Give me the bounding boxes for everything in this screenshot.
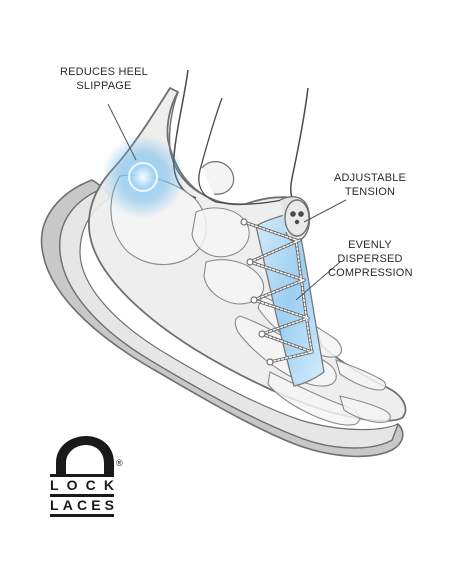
logo-letter: C xyxy=(85,477,96,493)
logo-letter: L xyxy=(50,497,59,513)
callout-heel-slippage: REDUCES HEEL SLIPPAGE xyxy=(58,65,150,93)
lock-laces-logo: L O C K L A C E S ® xyxy=(48,432,128,518)
pointer-heel xyxy=(107,103,137,161)
logo-rule-middle xyxy=(50,494,114,497)
logo-letter: K xyxy=(103,477,114,493)
callout-compression-line3: COMPRESSION xyxy=(328,267,413,279)
logo-letter: A xyxy=(62,497,73,513)
logo-rule-bottom xyxy=(50,514,114,517)
logo-letter: O xyxy=(66,477,78,493)
logo-letter: E xyxy=(91,497,101,513)
foot-outline xyxy=(198,97,283,205)
callout-adjustable-tension: ADJUSTABLE TENSION xyxy=(334,171,406,199)
lock-toggle xyxy=(284,199,310,237)
logo-letter: L xyxy=(50,477,59,493)
eyelets xyxy=(240,218,274,366)
registered-mark: ® xyxy=(116,458,123,468)
callout-tension-line2: TENSION xyxy=(344,186,396,198)
foot-bones xyxy=(110,174,391,426)
logo-letter: C xyxy=(76,497,88,513)
logo-word-laces: L A C E S xyxy=(50,497,114,514)
leg-outline-front xyxy=(289,87,309,203)
callout-heel-line1: REDUCES HEEL xyxy=(60,66,148,78)
logo-rule-top xyxy=(50,474,114,477)
heel-glow xyxy=(101,135,185,219)
callout-tension-line1: ADJUSTABLE xyxy=(334,172,407,184)
pointer-tension xyxy=(303,199,347,223)
callout-heel-line2: SLIPPAGE xyxy=(76,80,132,92)
callout-dispersed-compression: EVENLY DISPERSED COMPRESSION xyxy=(328,238,413,280)
callout-compression-line2: DISPERSED xyxy=(337,253,403,265)
logo-shackle xyxy=(56,436,114,475)
midsole xyxy=(59,187,399,449)
logo-letter: S xyxy=(104,497,114,513)
logo-word-lock: L O C K xyxy=(50,477,114,494)
heel-glow-ring xyxy=(128,162,158,192)
pointer-compression xyxy=(295,261,341,301)
ankle-bone xyxy=(201,161,235,195)
callout-compression-line1: EVENLY xyxy=(348,239,392,251)
laces-highlight xyxy=(243,221,313,363)
